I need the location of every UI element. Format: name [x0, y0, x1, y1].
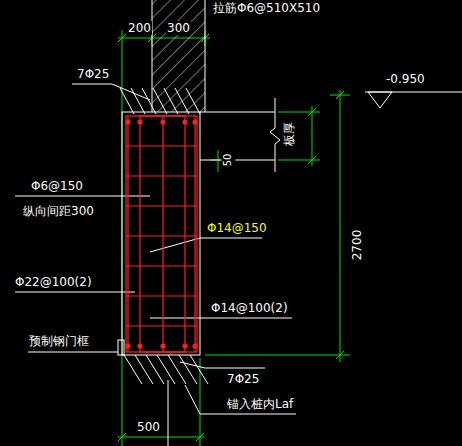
- drawing-label: Φ14@150: [206, 221, 268, 235]
- leader-line: [150, 238, 262, 252]
- anchor-bar: [168, 355, 186, 384]
- dim-tick: [196, 433, 204, 441]
- drawing-label: 7Φ25: [226, 372, 260, 386]
- tie-bar: [126, 205, 197, 206]
- drawing-label: Φ14@100(2): [210, 301, 289, 315]
- bar-dot: [161, 120, 165, 124]
- drawing-label: 板厚: [282, 121, 296, 147]
- drawing-label: Φ6@150: [30, 179, 84, 193]
- wall-edge: [152, 0, 153, 112]
- long-bar: [194, 116, 195, 352]
- drawing-label: 500: [136, 420, 161, 434]
- drawing-label: 200: [127, 21, 152, 35]
- anchor-bar: [142, 88, 156, 114]
- dim-line: [218, 150, 219, 172]
- steel-frame: [118, 340, 124, 355]
- bar-dot: [193, 344, 197, 348]
- break-line: [270, 98, 280, 172]
- anchor-bars: [120, 88, 208, 384]
- drawing-label: -0.950: [385, 72, 426, 86]
- dim-tick: [308, 156, 316, 164]
- drawing-label: 2700: [350, 229, 364, 262]
- bar-dot: [183, 120, 187, 124]
- dim-tick: [118, 34, 126, 42]
- anchor-bar: [120, 88, 134, 114]
- slab-edge: [200, 160, 275, 161]
- long-bar: [162, 116, 163, 352]
- stirrup: [126, 116, 197, 352]
- leader-line: [15, 196, 150, 197]
- anchor-bar: [131, 88, 145, 114]
- leader-line: [15, 292, 135, 293]
- slab-edge: [200, 112, 275, 113]
- leader-line: [72, 84, 150, 100]
- dim-extension: [205, 355, 350, 356]
- tie-bar: [126, 295, 197, 296]
- stirrup: [140, 116, 185, 352]
- tie-bar: [126, 175, 197, 176]
- drawing-label: 7Φ25: [76, 67, 110, 81]
- anchor-bar: [157, 355, 175, 384]
- anchor-bar: [190, 355, 208, 384]
- long-bar: [127, 116, 128, 352]
- anchor-bar: [179, 355, 197, 384]
- drawing-label: 纵向间距300: [22, 204, 95, 218]
- tie-bar: [126, 325, 197, 326]
- anchor-bar: [164, 88, 178, 114]
- bar-dot: [126, 344, 130, 348]
- tie-bar: [126, 235, 197, 236]
- anchor-bar: [135, 355, 153, 384]
- leader-line: [180, 362, 265, 368]
- anchor-bar: [153, 88, 167, 114]
- bar-dot: [193, 120, 197, 124]
- rebar-cage: [126, 116, 197, 352]
- dim-extension: [278, 160, 320, 161]
- outlines: [15, 0, 462, 446]
- leader-line: [28, 352, 118, 353]
- dim-tick: [336, 91, 344, 99]
- tie-bar: [126, 145, 197, 146]
- dim-line: [340, 90, 341, 362]
- drawing-label: 50: [221, 153, 235, 168]
- bar-dot: [183, 344, 187, 348]
- wall-edge: [205, 0, 206, 112]
- drawing-label: 拉筋Φ6@510X510: [212, 1, 321, 15]
- beam-outline: [122, 112, 200, 355]
- tie-bar: [126, 265, 197, 266]
- dim-line: [312, 106, 313, 166]
- anchor-bar: [175, 88, 189, 114]
- elevation-symbol: [368, 92, 392, 108]
- bar-dot: [126, 120, 130, 124]
- leader-line: [185, 385, 296, 414]
- pile-edge: [168, 380, 169, 446]
- dim-extension: [278, 112, 320, 113]
- bar-dot: [138, 344, 142, 348]
- dim-line: [118, 437, 204, 438]
- dim-tick: [336, 351, 344, 359]
- drawing-label: 锚入桩内Laf: [226, 397, 294, 411]
- leader-line: [150, 318, 292, 319]
- anchor-bar: [124, 355, 142, 384]
- bar-dot: [161, 344, 165, 348]
- bar-dot: [138, 120, 142, 124]
- anchor-bar: [146, 355, 164, 384]
- anchor-bar: [186, 88, 200, 114]
- drawing-label: Φ22@100(2): [14, 275, 93, 289]
- dim-tick: [308, 108, 316, 116]
- drawing-label: 预制钢门框: [28, 334, 90, 348]
- drawing-label: 300: [166, 21, 191, 35]
- dim-tick: [118, 433, 126, 441]
